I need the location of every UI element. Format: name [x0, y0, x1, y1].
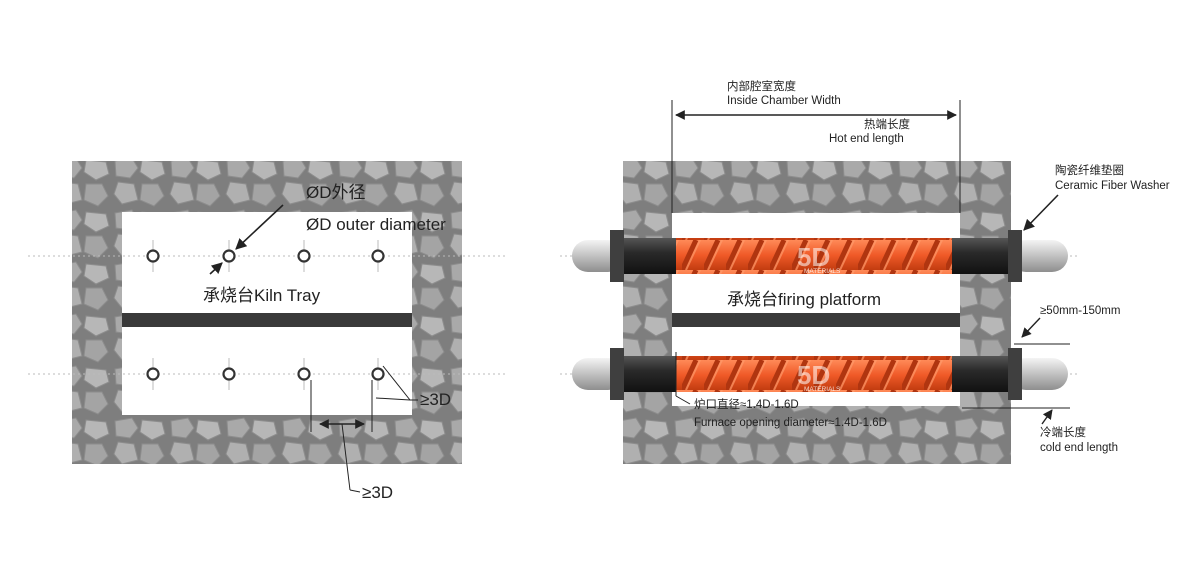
- vertical-spacing-bracket: [382, 365, 411, 401]
- outer-diameter-label-cn: ØD外径: [306, 183, 366, 202]
- washer-right: [1008, 230, 1022, 282]
- washer-right: [1008, 348, 1022, 400]
- firing-platform-bar: [672, 313, 960, 327]
- outer-diameter-label-en: ØD outer diameter: [306, 215, 446, 234]
- hot-zone-spiral: [676, 238, 952, 274]
- firing-platform-label: 承烧台firing platform: [727, 290, 881, 309]
- watermark-small: MATERIALS: [804, 386, 841, 393]
- element-cross-section: [297, 367, 311, 381]
- watermark-big: 5D: [797, 242, 830, 272]
- clearance-label: ≥50mm-150mm: [1040, 305, 1120, 317]
- element-cross-section: [371, 249, 385, 263]
- vertical-spacing-bracket: [375, 397, 411, 401]
- horizontal-spacing-leader: [341, 423, 351, 491]
- diameter-leader-arrow-small: [209, 262, 223, 275]
- element-cross-section: [371, 367, 385, 381]
- heating-element-bottom: 5D MATERIALS: [572, 348, 1068, 400]
- element-cross-section: [146, 249, 160, 263]
- washer-leader-arrow: [1023, 194, 1059, 231]
- chamber-width-label-en: Inside Chamber Width: [727, 95, 841, 107]
- right-diagram: 5D MATERIALS 5D MATERIALS 内部腔室宽度 Inside …: [560, 79, 1170, 464]
- horizontal-spacing-leader-tail: [349, 489, 361, 493]
- watermark-big: 5D: [797, 360, 830, 390]
- hot-zone-spiral: [676, 356, 952, 392]
- cold-end-label-cn: 冷端长度: [1040, 425, 1086, 439]
- left-element-row-bottom: [146, 358, 385, 390]
- terminal-right: [1010, 358, 1068, 390]
- vertical-spacing-label: ≥3D: [420, 390, 451, 409]
- element-cross-section: [222, 367, 236, 381]
- element-cross-section: [146, 367, 160, 381]
- chamber-width-label-cn: 内部腔室宽度: [727, 79, 796, 93]
- furnace-opening-label-cn: 炉口直径≈1.4D-1.6D: [694, 397, 799, 411]
- washer-left: [610, 230, 624, 282]
- heating-element-top: 5D MATERIALS: [572, 230, 1068, 282]
- cold-end-label-en: cold end length: [1040, 442, 1118, 454]
- furnace-opening-label-en: Furnace opening diameter≈1.4D-1.6D: [694, 417, 887, 429]
- left-diagram: ØD外径 ØD outer diameter 承烧台Kiln Tray ≥3D …: [28, 161, 508, 502]
- washer-label-en: Ceramic Fiber Washer: [1055, 180, 1170, 192]
- hot-end-length-label-cn: 热端长度: [864, 117, 910, 131]
- horizontal-spacing-label: ≥3D: [362, 483, 393, 502]
- left-element-row-top: [146, 240, 385, 272]
- watermark-small: MATERIALS: [804, 268, 841, 275]
- cold-end-leader: [1041, 409, 1053, 425]
- washer-left: [610, 348, 624, 400]
- terminal-right: [1010, 240, 1068, 272]
- diameter-leader-arrow: [235, 204, 284, 250]
- kiln-tray-label: 承烧台Kiln Tray: [203, 286, 321, 305]
- clearance-leader: [1021, 317, 1041, 338]
- element-cross-section: [297, 249, 311, 263]
- element-cross-section: [222, 249, 236, 263]
- left-kiln-tray-bar: [122, 313, 412, 327]
- furnace-opening-leader: [675, 395, 691, 405]
- washer-label-cn: 陶瓷纤维垫圈: [1055, 163, 1124, 177]
- hot-end-length-label-en: Hot end length: [829, 133, 904, 145]
